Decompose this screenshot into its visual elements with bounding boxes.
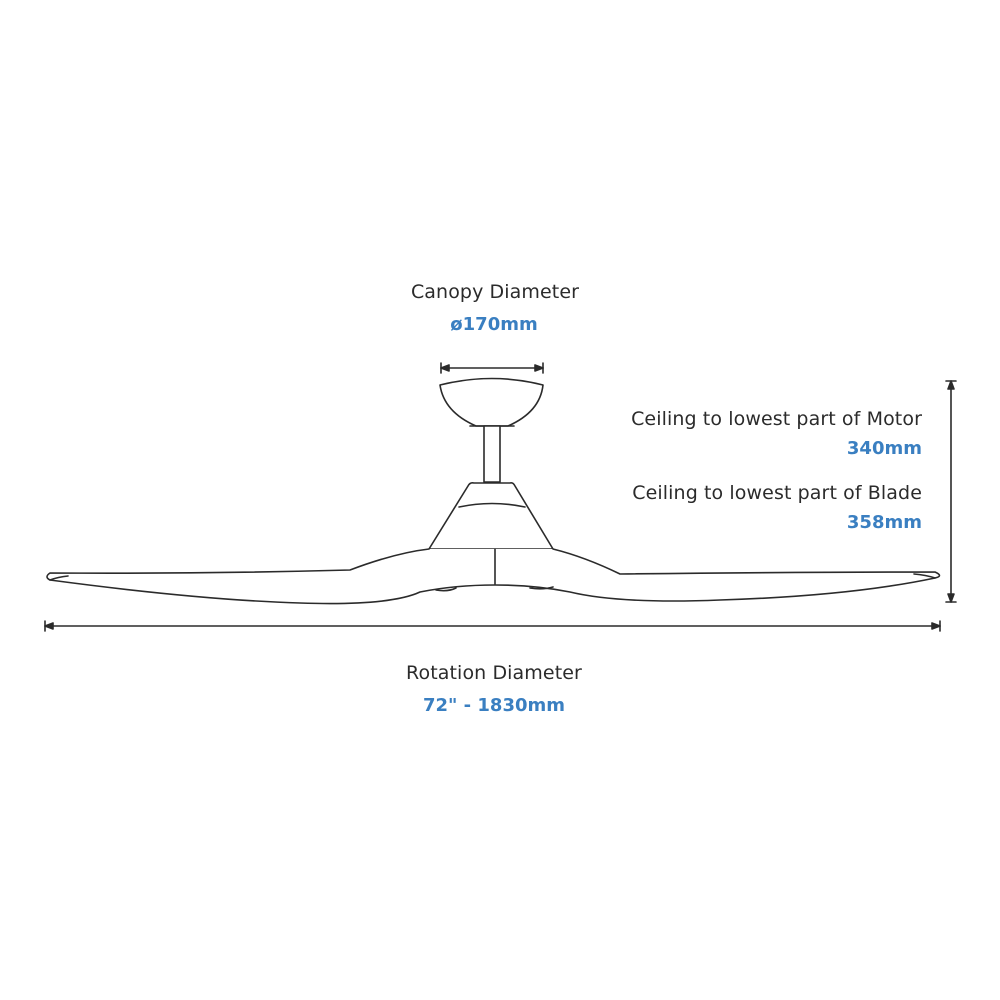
motor-drop-label: Ceiling to lowest part of Motor (631, 408, 922, 430)
downrod-shape (483, 425, 501, 483)
rotation-dimension-line (44, 620, 941, 632)
rotation-diameter-label: Rotation Diameter (406, 662, 582, 684)
rotation-diameter-value: 72" - 1830mm (422, 695, 566, 716)
canopy-diameter-label: Canopy Diameter (410, 281, 580, 303)
fan-blades-shape (46, 548, 941, 605)
motor-drop-value: 340mm (846, 438, 922, 459)
canopy-shape (439, 377, 544, 427)
drop-dimension-line (945, 380, 957, 603)
blade-drop-label: Ceiling to lowest part of Blade (632, 482, 922, 504)
motor-housing-shape (428, 482, 554, 550)
blade-drop-value: 358mm (846, 512, 922, 533)
canopy-diameter-value: ø170mm (450, 314, 538, 335)
canopy-dimension-line (440, 362, 544, 374)
